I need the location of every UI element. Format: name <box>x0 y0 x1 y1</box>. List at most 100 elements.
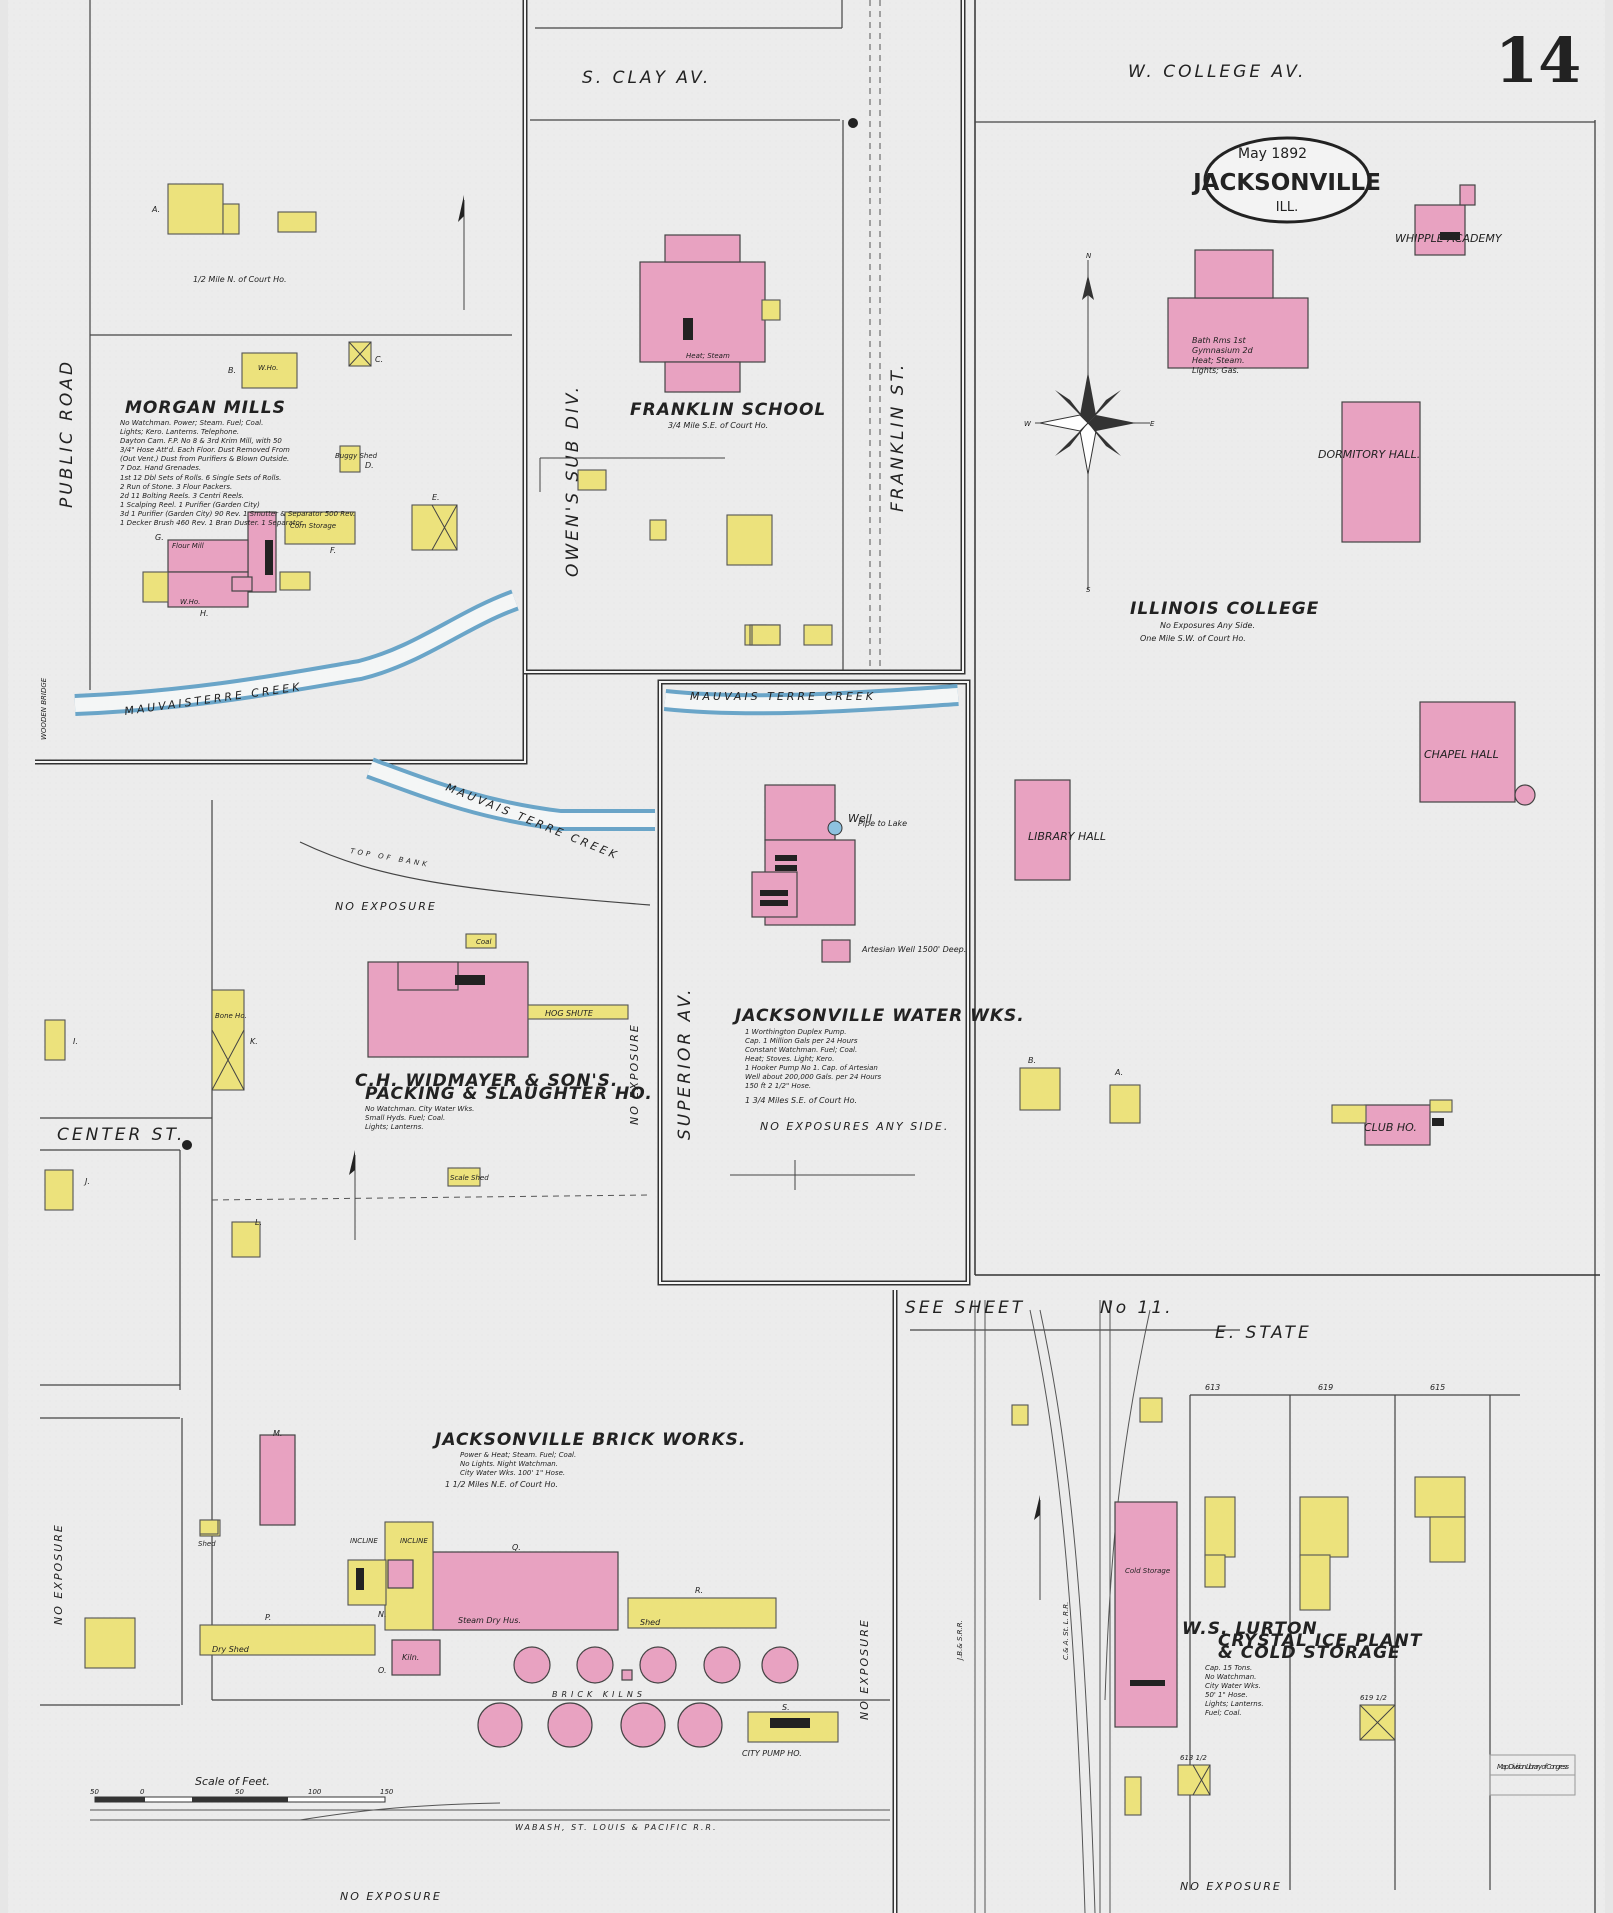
no-exposure-bottom: NO EXPOSURE <box>340 1890 442 1903</box>
svg-text:C.: C. <box>375 355 383 364</box>
svg-text:Cap. 15 Tons.: Cap. 15 Tons. <box>1205 1664 1252 1672</box>
no-exposure-side: NO EXPOSURE <box>628 1023 641 1125</box>
svg-text:1 Scalping Reel. 1 Purifier (G: 1 Scalping Reel. 1 Purifier (Garden City… <box>120 501 260 509</box>
illinois-college-distance: One Mile S.W. of Court Ho. <box>1140 634 1246 643</box>
illinois-college-buildings <box>1014 184 1536 1146</box>
illinois-college-title: ILLINOIS COLLEGE <box>1130 599 1319 619</box>
sheet-date: May 1892 <box>1238 146 1307 162</box>
north-arrows <box>349 195 1041 1600</box>
lurton-buildings <box>1011 1397 1466 1816</box>
city-pump-ho-label: CITY PUMP HO. <box>742 1749 802 1758</box>
scale-tick-3: 100 <box>308 1788 322 1796</box>
railroad-jbsl-label: J.B.& S.R.R. <box>956 1620 964 1662</box>
brick-kilns-label: BRICK KILNS <box>552 1690 646 1699</box>
widmayer-notes: No Watchman. City Water Wks. Small Hyds.… <box>365 1105 474 1131</box>
svg-text:E.: E. <box>432 493 440 502</box>
water-works-notes: 1 Worthington Duplex Pump. Cap. 1 Millio… <box>745 1028 882 1090</box>
franklin-school-building <box>577 234 833 646</box>
svg-text:Corn Storage: Corn Storage <box>290 522 336 530</box>
svg-text:S.: S. <box>782 1703 790 1712</box>
street-superior: SUPERIOR AV. <box>675 986 695 1140</box>
svg-text:K.: K. <box>250 1037 258 1046</box>
railroads <box>90 1300 1151 1913</box>
library-stamp-text: Map Division Library of Congress <box>1497 1763 1569 1771</box>
svg-text:N.: N. <box>378 1610 387 1619</box>
svg-text:W.Ho.: W.Ho. <box>180 598 200 606</box>
morgan-mills-title: MORGAN MILLS <box>125 398 286 418</box>
svg-text:Heat; Stoves. Light; Kero.: Heat; Stoves. Light; Kero. <box>745 1055 834 1063</box>
widmayer-buildings <box>44 933 629 1258</box>
brick-works-buildings <box>84 1434 839 1743</box>
sheet-state: ILL. <box>1276 200 1298 215</box>
no-exposure-bottom-right: NO EXPOSURE <box>1180 1880 1282 1893</box>
railroad-wabash-label: WABASH, ST. LOUIS & PACIFIC R.R. <box>515 1823 718 1832</box>
svg-text:B.: B. <box>228 366 236 375</box>
whipple-academy-label: WHIPPLE ACADEMY <box>1395 232 1503 245</box>
compass-rose <box>1035 260 1150 590</box>
svg-text:P.: P. <box>265 1613 271 1622</box>
scale-label: Scale of Feet. <box>195 1775 270 1788</box>
svg-text:Fuel; Coal.: Fuel; Coal. <box>1205 1709 1242 1717</box>
svg-text:50' 1" Hose.: 50' 1" Hose. <box>1205 1691 1248 1699</box>
address-619-half: 619 1/2 <box>1360 1694 1387 1702</box>
svg-text:No Watchman.: No Watchman. <box>1205 1673 1256 1681</box>
library-hall-label: LIBRARY HALL <box>1028 830 1106 843</box>
svg-text:1 Decker Brush 460 Rev. 1 Bran: 1 Decker Brush 460 Rev. 1 Bran Duster. 1… <box>120 519 304 527</box>
water-works-pipe: Pipe to Lake <box>858 819 907 828</box>
water-works-well: Well <box>848 812 872 825</box>
incline-label-1: INCLINE <box>350 1537 378 1545</box>
scale-bar <box>94 1796 386 1803</box>
svg-text:A.: A. <box>1114 1068 1123 1077</box>
compass-e: E <box>1150 420 1155 428</box>
address-619: 619 <box>1318 1383 1333 1392</box>
see-sheet-label: SEE SHEET <box>905 1298 1025 1318</box>
svg-text:O.: O. <box>378 1666 387 1675</box>
svg-text:L.: L. <box>255 1218 262 1227</box>
coal-label: Coal <box>476 938 491 946</box>
building-letters: A. B. C. D. E. F. G. H. I. J. K. L. M. N… <box>73 205 1123 1712</box>
svg-text:F.: F. <box>330 546 336 555</box>
chapel-hall-label: CHAPEL HALL <box>1424 748 1499 761</box>
svg-text:D.: D. <box>365 461 374 470</box>
franklin-school-heat: Heat; Steam <box>686 352 730 360</box>
block-borders <box>35 0 1600 1913</box>
svg-text:City Water Wks.: City Water Wks. <box>1205 1682 1261 1690</box>
gym-line-2: Gymnasium 2d <box>1192 346 1254 355</box>
creeks <box>74 589 959 831</box>
gym-line-4: Lights; Gas. <box>1192 366 1239 375</box>
water-works-artesian: Artesian Well 1500' Deep. <box>861 945 966 954</box>
no-exposure-left: NO EXPOSURE <box>52 1523 65 1625</box>
svg-text:Lights; Kero. Lanterns. Teleph: Lights; Kero. Lanterns. Telephone. <box>120 428 239 436</box>
street-public-road: PUBLIC ROAD <box>57 359 77 508</box>
street-e-state: E. STATE <box>1215 1323 1312 1343</box>
svg-text:No Lights. Night Watchman.: No Lights. Night Watchman. <box>460 1460 558 1468</box>
street-lines <box>40 0 1595 1890</box>
widmayer-subtitle: PACKING & SLAUGHTER HO. <box>365 1084 653 1104</box>
street-owens-sub-div: OWEN'S SUB DIV. <box>563 384 583 577</box>
gym-line-1: Bath Rms 1st <box>1192 336 1246 345</box>
brick-works-title: JACKSONVILLE BRICK WORKS. <box>432 1430 746 1450</box>
svg-text:M.: M. <box>273 1429 282 1438</box>
hydrants <box>182 118 858 1150</box>
lurton-subtitle-1: CRYSTAL ICE PLANT <box>1218 1631 1423 1651</box>
title-cartouche: May 1892 JACKSONVILLE ILL. <box>1191 136 1381 224</box>
svg-text:Flour Mill: Flour Mill <box>172 542 204 550</box>
scale-tick-2: 50 <box>235 1788 244 1796</box>
water-works-buildings <box>751 784 856 963</box>
svg-text:Buggy Shed: Buggy Shed <box>335 452 378 460</box>
svg-text:Constant Watchman. Fuel; Coal.: Constant Watchman. Fuel; Coal. <box>745 1046 857 1054</box>
svg-text:7 Doz. Hand Grenades.: 7 Doz. Hand Grenades. <box>120 464 201 472</box>
sheet-number: 14 <box>1495 24 1581 97</box>
scale-tick-4: 150 <box>380 1788 394 1796</box>
compass-n: N <box>1086 252 1092 260</box>
svg-text:W.Ho.: W.Ho. <box>258 364 278 372</box>
svg-text:G.: G. <box>155 533 164 542</box>
shed-label: Shed <box>640 1618 661 1627</box>
street-w-college: W. COLLEGE AV. <box>1128 62 1306 82</box>
widmayer-title: C.H. WIDMAYER & SON'S. <box>355 1071 618 1091</box>
svg-text:Cap. 1 Million Gals per 24 Hou: Cap. 1 Million Gals per 24 Hours <box>745 1037 858 1045</box>
svg-text:Power & Heat; Steam. Fuel; Coa: Power & Heat; Steam. Fuel; Coal. <box>460 1451 576 1459</box>
dry-shed-label: Dry Shed <box>212 1645 250 1654</box>
brick-kilns <box>477 1646 799 1748</box>
no-exposure-upper: NO EXPOSURE <box>335 900 437 913</box>
